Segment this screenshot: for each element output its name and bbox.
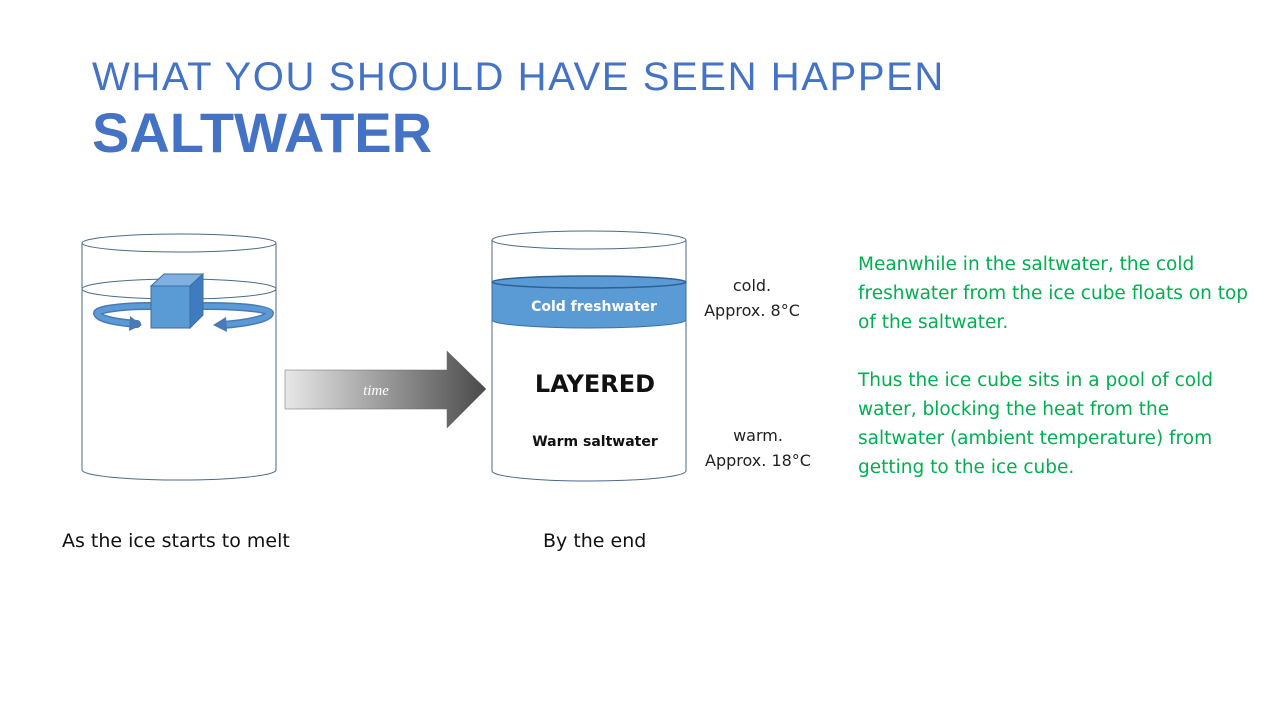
explanation-paragraph-1: Meanwhile in the saltwater, the cold fre…	[858, 254, 1249, 333]
freshwater-layer-label: Cold freshwater	[531, 299, 657, 315]
cold-temp-value: Approx. 8°C	[704, 301, 800, 320]
warm-temperature-readout: warm. Approx. 18°C	[698, 423, 818, 473]
cold-label: cold.	[732, 276, 772, 295]
time-arrow: time	[284, 350, 487, 429]
circulation-arrows-icon	[92, 302, 275, 332]
slide-title: WHAT YOU SHOULD HAVE SEEN HAPPEN	[92, 55, 945, 99]
warm-temp-value: Approx. 18°C	[705, 451, 811, 470]
caption-start: As the ice starts to melt	[62, 530, 290, 552]
time-arrow-label: time	[363, 383, 389, 399]
saltwater-layer-label: Warm saltwater	[532, 434, 658, 450]
explanation-text: Meanwhile in the saltwater, the cold fre…	[858, 250, 1253, 511]
left-beaker	[81, 233, 277, 481]
ice-cube-icon	[149, 272, 205, 330]
slide-subtitle: SALTWATER	[92, 101, 433, 164]
layered-label: LAYERED	[535, 370, 655, 398]
freshwater-layer: Cold freshwater	[491, 275, 687, 329]
cold-temperature-readout: cold. Approx. 8°C	[698, 273, 806, 323]
explanation-paragraph-2: Thus the ice cube sits in a pool of cold…	[858, 370, 1213, 478]
warm-label: warm.	[733, 426, 783, 445]
caption-end: By the end	[543, 530, 647, 552]
